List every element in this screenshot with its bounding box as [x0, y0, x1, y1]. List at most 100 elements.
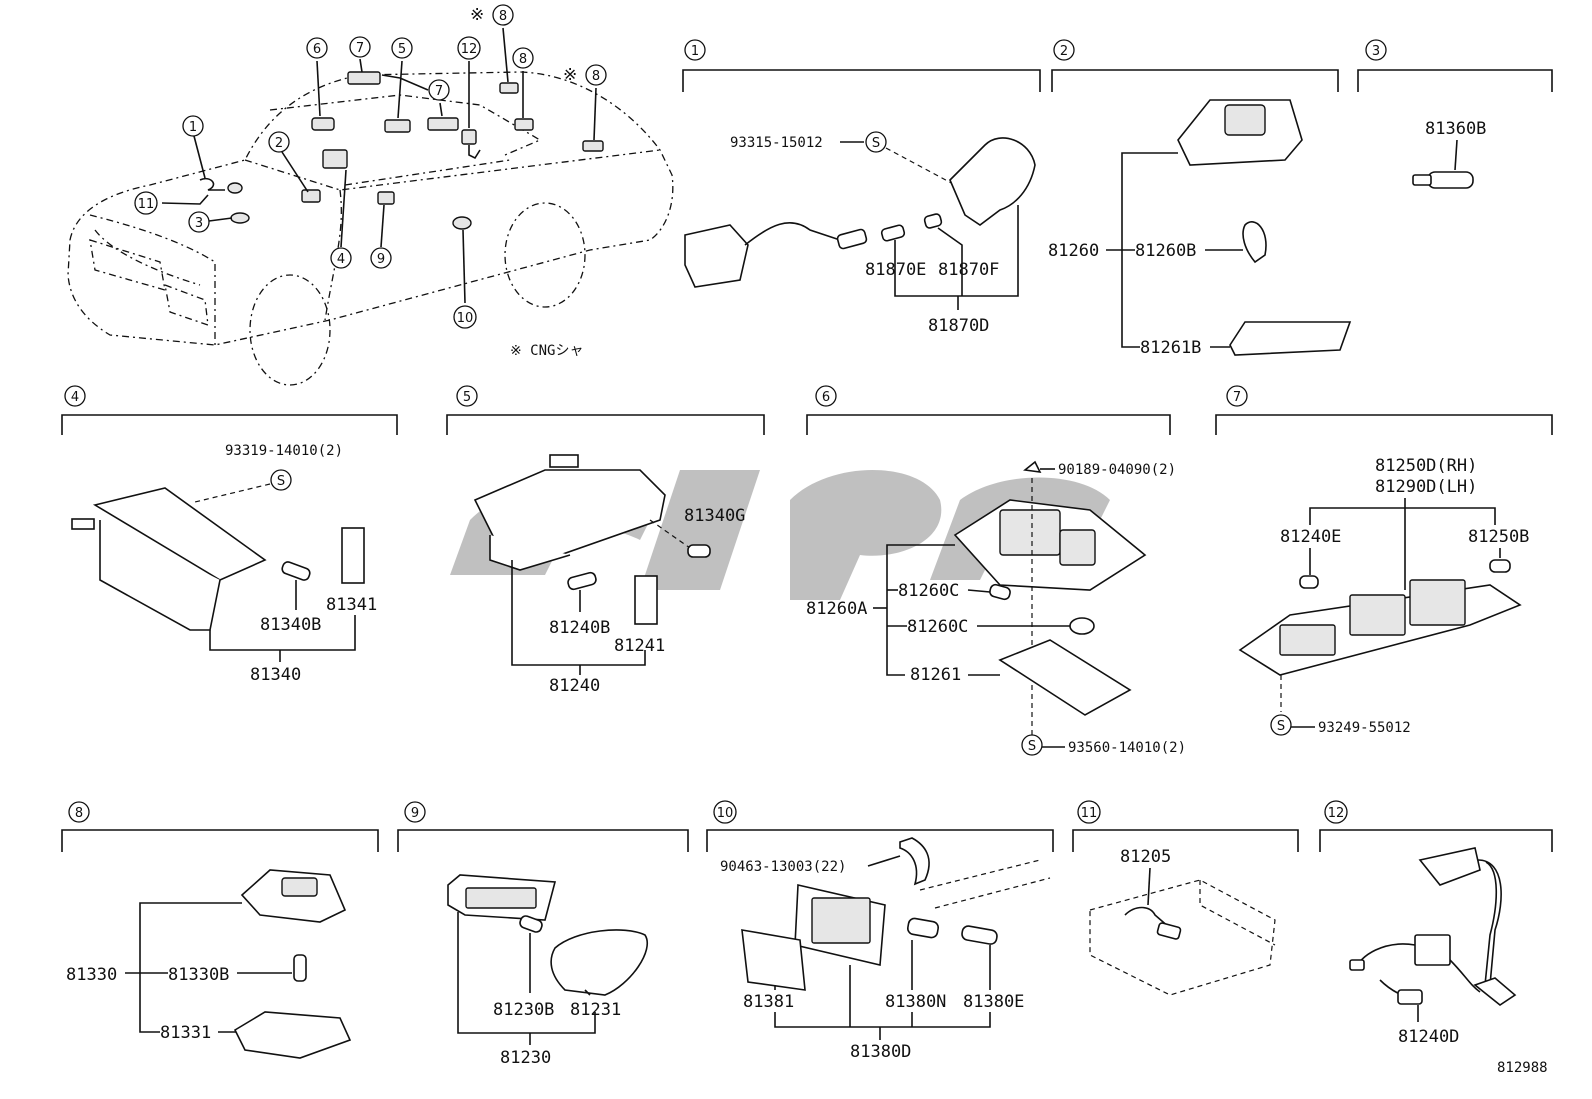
- section-10: 10 90463-13003(22) 81381 81380N 81380E 8…: [706, 800, 1054, 1062]
- section-5-number: 5: [463, 390, 471, 405]
- screw-symbol-7: S: [1277, 719, 1285, 734]
- callout-11-label: 11: [138, 197, 155, 212]
- cng-mark-1: ※: [470, 5, 484, 25]
- part-81241: 81241: [614, 636, 665, 656]
- callout-8b-label: 8: [499, 9, 507, 24]
- section-12-number: 12: [1328, 806, 1345, 821]
- section-3: 3 81360B: [1357, 39, 1553, 189]
- section-11-number: 11: [1081, 806, 1098, 821]
- callout-1-label: 1: [189, 120, 197, 135]
- part-81230B: 81230B: [493, 1000, 554, 1020]
- callout-10-label: 10: [457, 311, 474, 326]
- overview-lamps: [199, 71, 604, 230]
- callout-8c: [585, 64, 607, 86]
- part-93315-15012: 93315-15012: [730, 135, 823, 151]
- car-overview: [67, 71, 674, 386]
- part-81380E: 81380E: [963, 992, 1024, 1012]
- part-81360B: 81360B: [1425, 119, 1486, 139]
- callout-4: [330, 247, 352, 269]
- part-81340G: 81340G: [684, 506, 745, 526]
- part-81240B: 81240B: [549, 618, 610, 638]
- part-81250D-RH: 81250D(RH): [1375, 456, 1477, 476]
- callout-12: [457, 36, 481, 60]
- part-81870D: 81870D: [928, 316, 989, 336]
- callout-5-label: 5: [398, 42, 406, 57]
- part-81231: 81231: [570, 1000, 621, 1020]
- callout-7a-label: 7: [356, 41, 364, 56]
- section-1-number: 1: [691, 44, 699, 59]
- callout-12-label: 12: [461, 42, 478, 57]
- part-81341: 81341: [326, 595, 377, 615]
- part-81260A: 81260A: [806, 599, 867, 619]
- callout-2-label: 2: [275, 136, 283, 151]
- callout-6: [306, 37, 328, 59]
- cng-mark-2: ※: [563, 65, 577, 85]
- callout-8c-label: 8: [592, 69, 600, 84]
- part-90189-04090: 90189-04090(2): [1058, 462, 1176, 478]
- part-81261B: 81261B: [1140, 338, 1201, 358]
- part-81331: 81331: [160, 1023, 211, 1043]
- legend-note: ※ CNGシャ: [510, 343, 583, 359]
- callout-1: [182, 115, 204, 137]
- callout-10: [453, 305, 477, 329]
- part-81260B: 81260B: [1135, 241, 1196, 261]
- callout-6-label: 6: [313, 42, 321, 57]
- callout-8b: [492, 4, 514, 26]
- part-81205: 81205: [1120, 847, 1171, 867]
- section-2-number: 2: [1060, 44, 1068, 59]
- callout-7b-label: 7: [435, 84, 443, 99]
- part-81230: 81230: [500, 1048, 551, 1068]
- part-81381: 81381: [743, 992, 794, 1012]
- part-81250B: 81250B: [1468, 527, 1529, 547]
- callout-7a: [349, 36, 371, 58]
- callout-11: [134, 191, 158, 215]
- part-81240: 81240: [549, 676, 600, 696]
- part-81330B: 81330B: [168, 965, 229, 985]
- section-3-number: 3: [1372, 44, 1380, 59]
- callout-8a-label: 8: [519, 52, 527, 67]
- part-81260C-a: 81260C: [898, 581, 959, 601]
- part-81260: 81260: [1048, 241, 1099, 261]
- part-81340: 81340: [250, 665, 301, 685]
- part-81380N: 81380N: [885, 992, 946, 1012]
- section-10-number: 10: [717, 806, 734, 821]
- section-2: 2 81260 81260B 81261B: [1048, 39, 1352, 358]
- screw-symbol-4: S: [277, 474, 285, 489]
- part-81260C-b: 81260C: [907, 617, 968, 637]
- section-11: 11 81205: [1072, 800, 1299, 996]
- screw-symbol-1: S: [872, 136, 880, 151]
- section-6-number: 6: [822, 390, 830, 405]
- section-1: 1 93315-15012 S 81870E 81870F 81870D: [682, 39, 1041, 336]
- part-93560-14010: 93560-14010(2): [1068, 740, 1186, 756]
- callout-8a: [512, 47, 534, 69]
- part-90463-13003: 90463-13003(22): [720, 859, 846, 875]
- callout-5: [391, 37, 413, 59]
- part-93319-14010: 93319-14010(2): [225, 443, 343, 459]
- section-12: 12 81240D: [1319, 800, 1553, 1047]
- callout-2: [268, 131, 290, 153]
- section-5: 5 81340G 81240B 81241 81240: [446, 385, 765, 696]
- section-8-number: 8: [75, 806, 83, 821]
- part-81340B: 81340B: [260, 615, 321, 635]
- section-7-number: 7: [1233, 390, 1241, 405]
- callout-9: [370, 247, 392, 269]
- screw-symbol-6: S: [1028, 739, 1036, 754]
- section-4-number: 4: [71, 390, 79, 405]
- part-81870E: 81870E: [865, 260, 926, 280]
- section-7: 7 81250D(RH) 81290D(LH) 81240E 81250B S …: [1215, 385, 1553, 736]
- overview-leaders: [161, 27, 597, 304]
- overview-callouts: 1 2 3 4 5 6 7 7 8 8 ※ 8 ※ 9 10 11 12 ※ C…: [134, 4, 607, 359]
- diagram-code: 812988: [1497, 1060, 1548, 1076]
- part-81261: 81261: [910, 665, 961, 685]
- callout-7b: [428, 79, 450, 101]
- section-9-number: 9: [411, 806, 419, 821]
- section-9: 9 81230B 81231 81230: [397, 801, 689, 1068]
- part-81290D-LH: 81290D(LH): [1375, 477, 1477, 497]
- part-81240D: 81240D: [1398, 1027, 1459, 1047]
- section-8: 8 81330 81330B 81331: [61, 801, 379, 1059]
- callout-9-label: 9: [377, 252, 385, 267]
- callout-4-label: 4: [337, 252, 345, 267]
- part-81380D: 81380D: [850, 1042, 911, 1062]
- section-6: 6 90189-04090(2) 81260A 81260C 81260C 81…: [806, 385, 1186, 756]
